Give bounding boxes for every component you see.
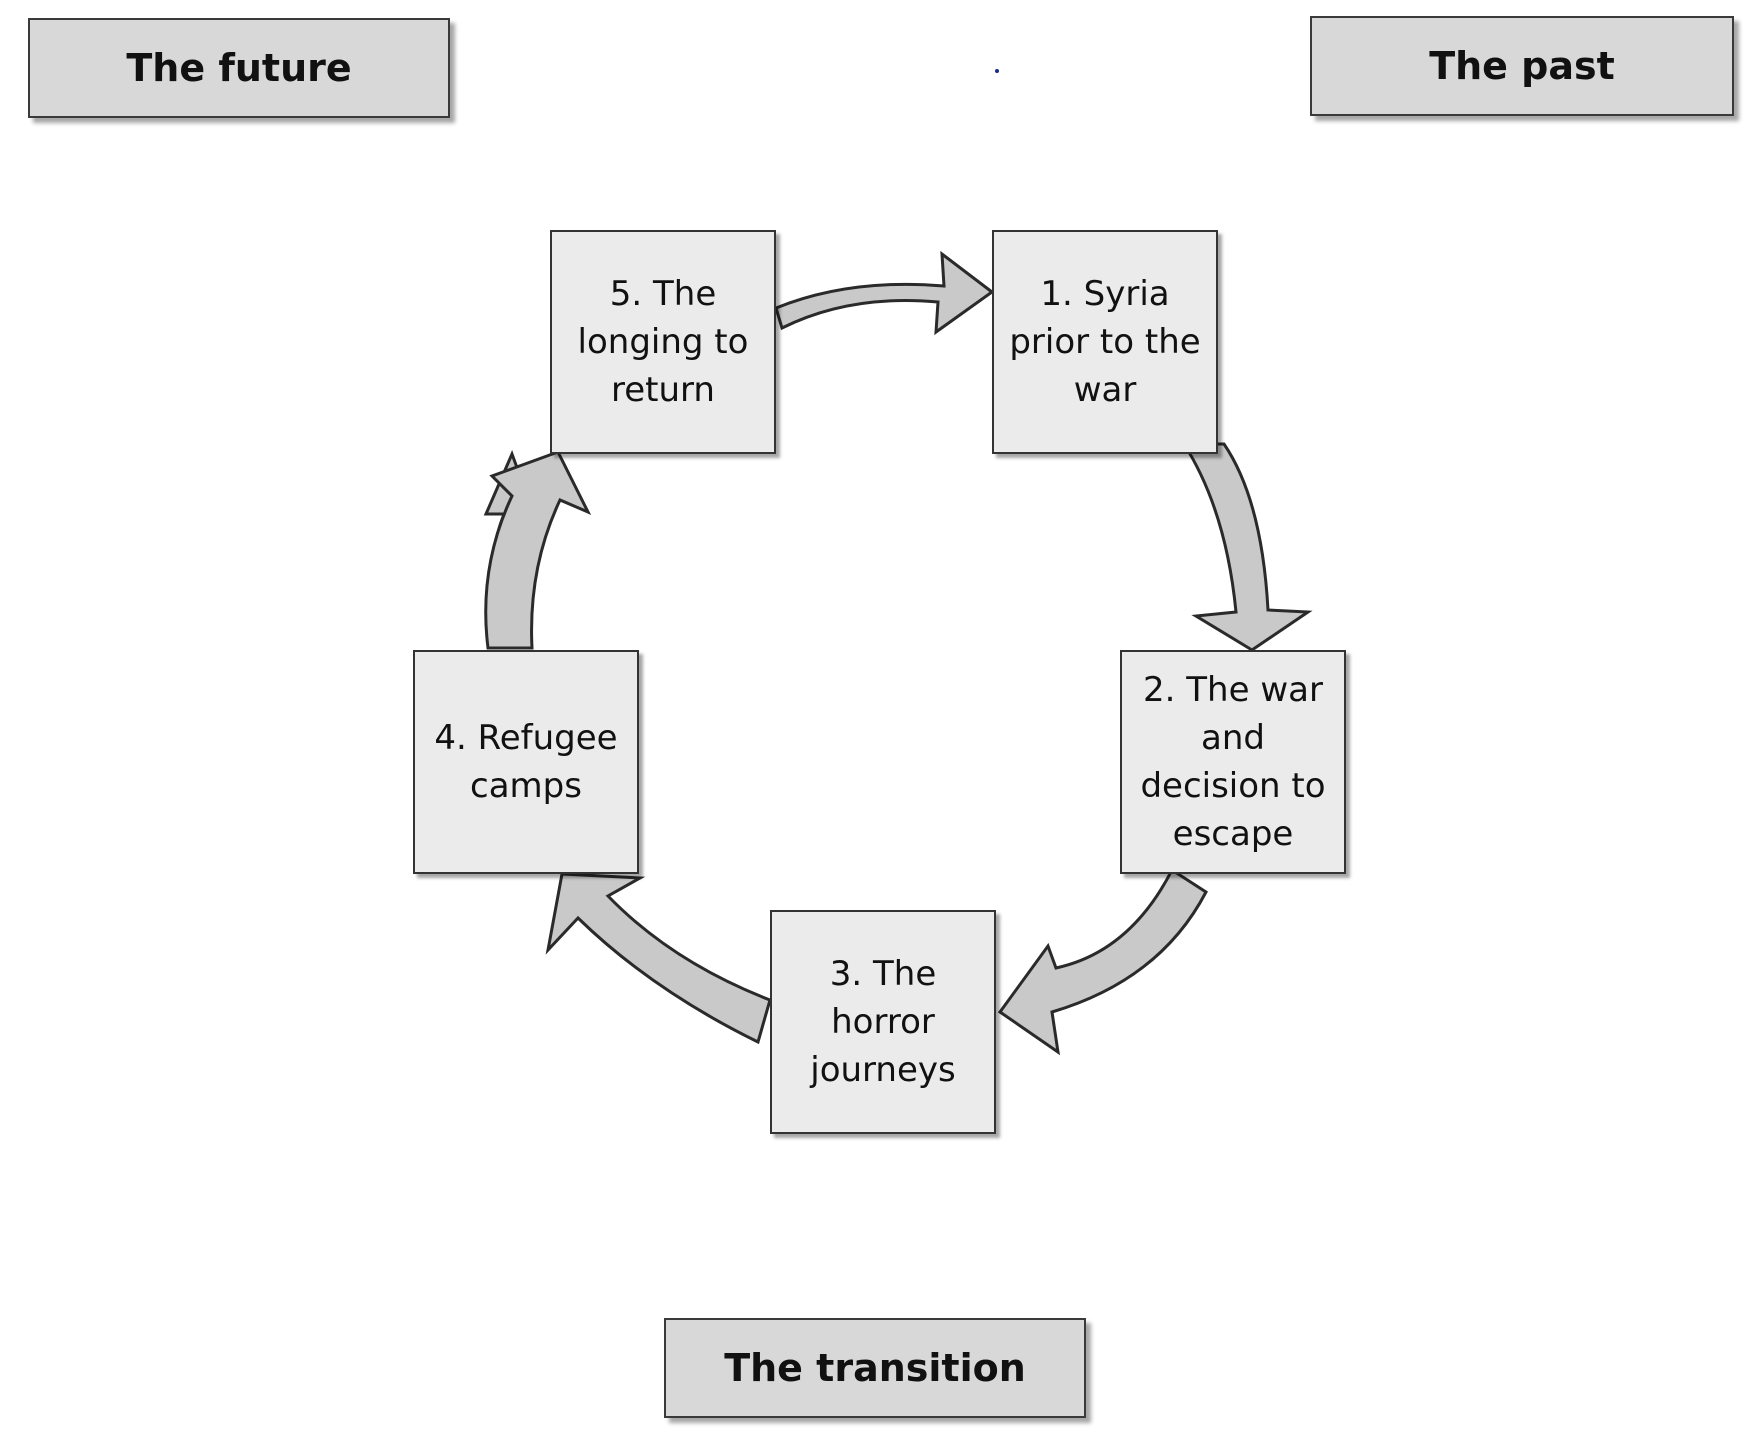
- stage-1-syria-prior-to-war: 1. Syria prior to the war: [992, 230, 1218, 454]
- label-the-past: The past: [1310, 16, 1734, 116]
- label-the-future: The future: [28, 18, 450, 118]
- stage-4-refugee-camps: 4. Refugee camps: [413, 650, 639, 874]
- arrow-1-to-2: [1181, 442, 1313, 652]
- arrow-5-to-1: [774, 250, 995, 336]
- stage-2-war-and-decision: 2. The war and decision to escape: [1120, 650, 1346, 874]
- label-the-transition: The transition: [664, 1318, 1086, 1418]
- stage-5-longing-to-return: 5. The longing to return: [550, 230, 776, 454]
- arrow-2-to-3: [997, 867, 1208, 1056]
- stray-dot: [995, 69, 999, 73]
- stage-3-horror-journeys: 3. The horror journeys: [770, 910, 996, 1134]
- arrow-4-to-5-body: [484, 450, 592, 650]
- arrow-3-to-4: [545, 872, 772, 1045]
